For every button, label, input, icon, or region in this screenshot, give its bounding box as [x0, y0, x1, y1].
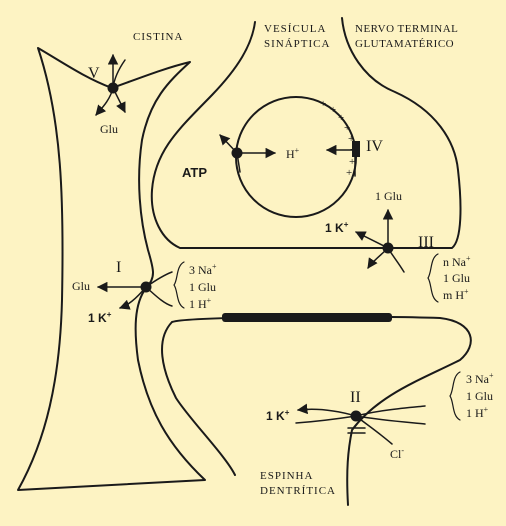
transporter-iii-k-sup: + [344, 220, 349, 229]
transporter-ii-numeral: II [350, 389, 361, 406]
svg-text:m H+: m H+ [443, 287, 469, 302]
transporter-iii-stoich-1: n Na [443, 255, 467, 269]
transporter-i-stoich-1: 3 Na [189, 263, 213, 277]
spine-label-line2: DENTRÍTICA [260, 485, 336, 497]
vesicle-positive-charges: + + + + + + + + [320, 98, 356, 179]
transporter-ii: II 1 K+ Cl- 3 Na+ 1 Glu 1 H+ [266, 371, 494, 461]
svg-text:3 Na+: 3 Na+ [466, 371, 494, 386]
transporter-i-stoich-3: 1 H [189, 297, 207, 311]
svg-text:+: + [346, 167, 352, 179]
svg-text:1 K+: 1 K+ [325, 220, 349, 235]
transporter-iii-stoich-2: 1 Glu [443, 271, 470, 285]
spine-label-line1: ESPINHA [260, 470, 313, 482]
transporter-v-dot [108, 83, 119, 94]
svg-text:1 H+: 1 H+ [466, 405, 489, 420]
transporter-v-glu: Glu [100, 122, 118, 136]
transporter-i-k-sup: + [107, 310, 112, 319]
terminal-label-line1: NERVO TERMINAL [355, 23, 458, 35]
svg-text:1 K+: 1 K+ [88, 310, 112, 325]
svg-text:Cl-: Cl- [390, 446, 404, 461]
transporter-iii: 1 Glu 1 K+ III n Na+ 1 Glu m H+ [325, 189, 471, 302]
transporter-v-numeral: V [88, 65, 100, 82]
atp-label: ATP [182, 165, 207, 180]
svg-text:1 H+: 1 H+ [189, 296, 212, 311]
transporter-ii-k: 1 K [266, 409, 285, 423]
transporter-iv-atpase-dot [232, 148, 243, 159]
dendritic-spine-outline [162, 317, 471, 505]
transporter-i-glu: Glu [72, 279, 90, 293]
svg-text:+: + [330, 104, 336, 116]
transporter-iii-numeral: III [418, 234, 434, 251]
svg-text:+: + [320, 98, 326, 110]
proton-label: H [286, 147, 295, 161]
transporter-ii-stoich-1: 3 Na [466, 372, 490, 386]
svg-text:3 Na+: 3 Na+ [189, 262, 217, 277]
transporter-v: V Glu [88, 55, 125, 136]
transporter-ii-stoich-3: 1 H [466, 406, 484, 420]
transporter-ii-cl-sup: - [401, 446, 404, 455]
transporter-iii-dot [383, 243, 394, 254]
vesicle-label-line2: SINÁPTICA [264, 38, 330, 50]
transporter-iv-vglut-dot [352, 141, 360, 157]
transporter-iv-numeral: IV [366, 138, 383, 155]
transporter-i-numeral: I [116, 259, 121, 276]
transporter-iii-stoich-3: m H [443, 288, 464, 302]
proton-sup: + [295, 146, 300, 155]
transporter-iii-glu: 1 Glu [375, 189, 402, 203]
transporter-i-dot [141, 282, 152, 293]
presynaptic-terminal-outline [152, 18, 461, 248]
vesicle-label-line1: VESÍCULA [264, 23, 326, 35]
svg-text:n Na+: n Na+ [443, 254, 471, 269]
astrocyte-outline [18, 48, 205, 490]
transporter-ii-k-sup: + [285, 408, 290, 417]
transporter-ii-cl: Cl [390, 447, 402, 461]
svg-text:H+: H+ [286, 146, 300, 161]
postsynaptic-density [222, 313, 392, 322]
transporter-i-k: 1 K [88, 311, 107, 325]
transporter-iii-k: 1 K [325, 221, 344, 235]
cystine-label: CISTINA [133, 31, 183, 43]
transporter-ii-dot [351, 411, 362, 422]
transporter-i-stoich-2: 1 Glu [189, 280, 216, 294]
terminal-label-line2: GLUTAMATÉRICO [355, 38, 454, 50]
svg-text:1 K+: 1 K+ [266, 408, 290, 423]
transporter-ii-stoich-2: 1 Glu [466, 389, 493, 403]
transporter-i: I Glu 1 K+ 3 Na+ 1 Glu 1 H+ [72, 259, 217, 325]
